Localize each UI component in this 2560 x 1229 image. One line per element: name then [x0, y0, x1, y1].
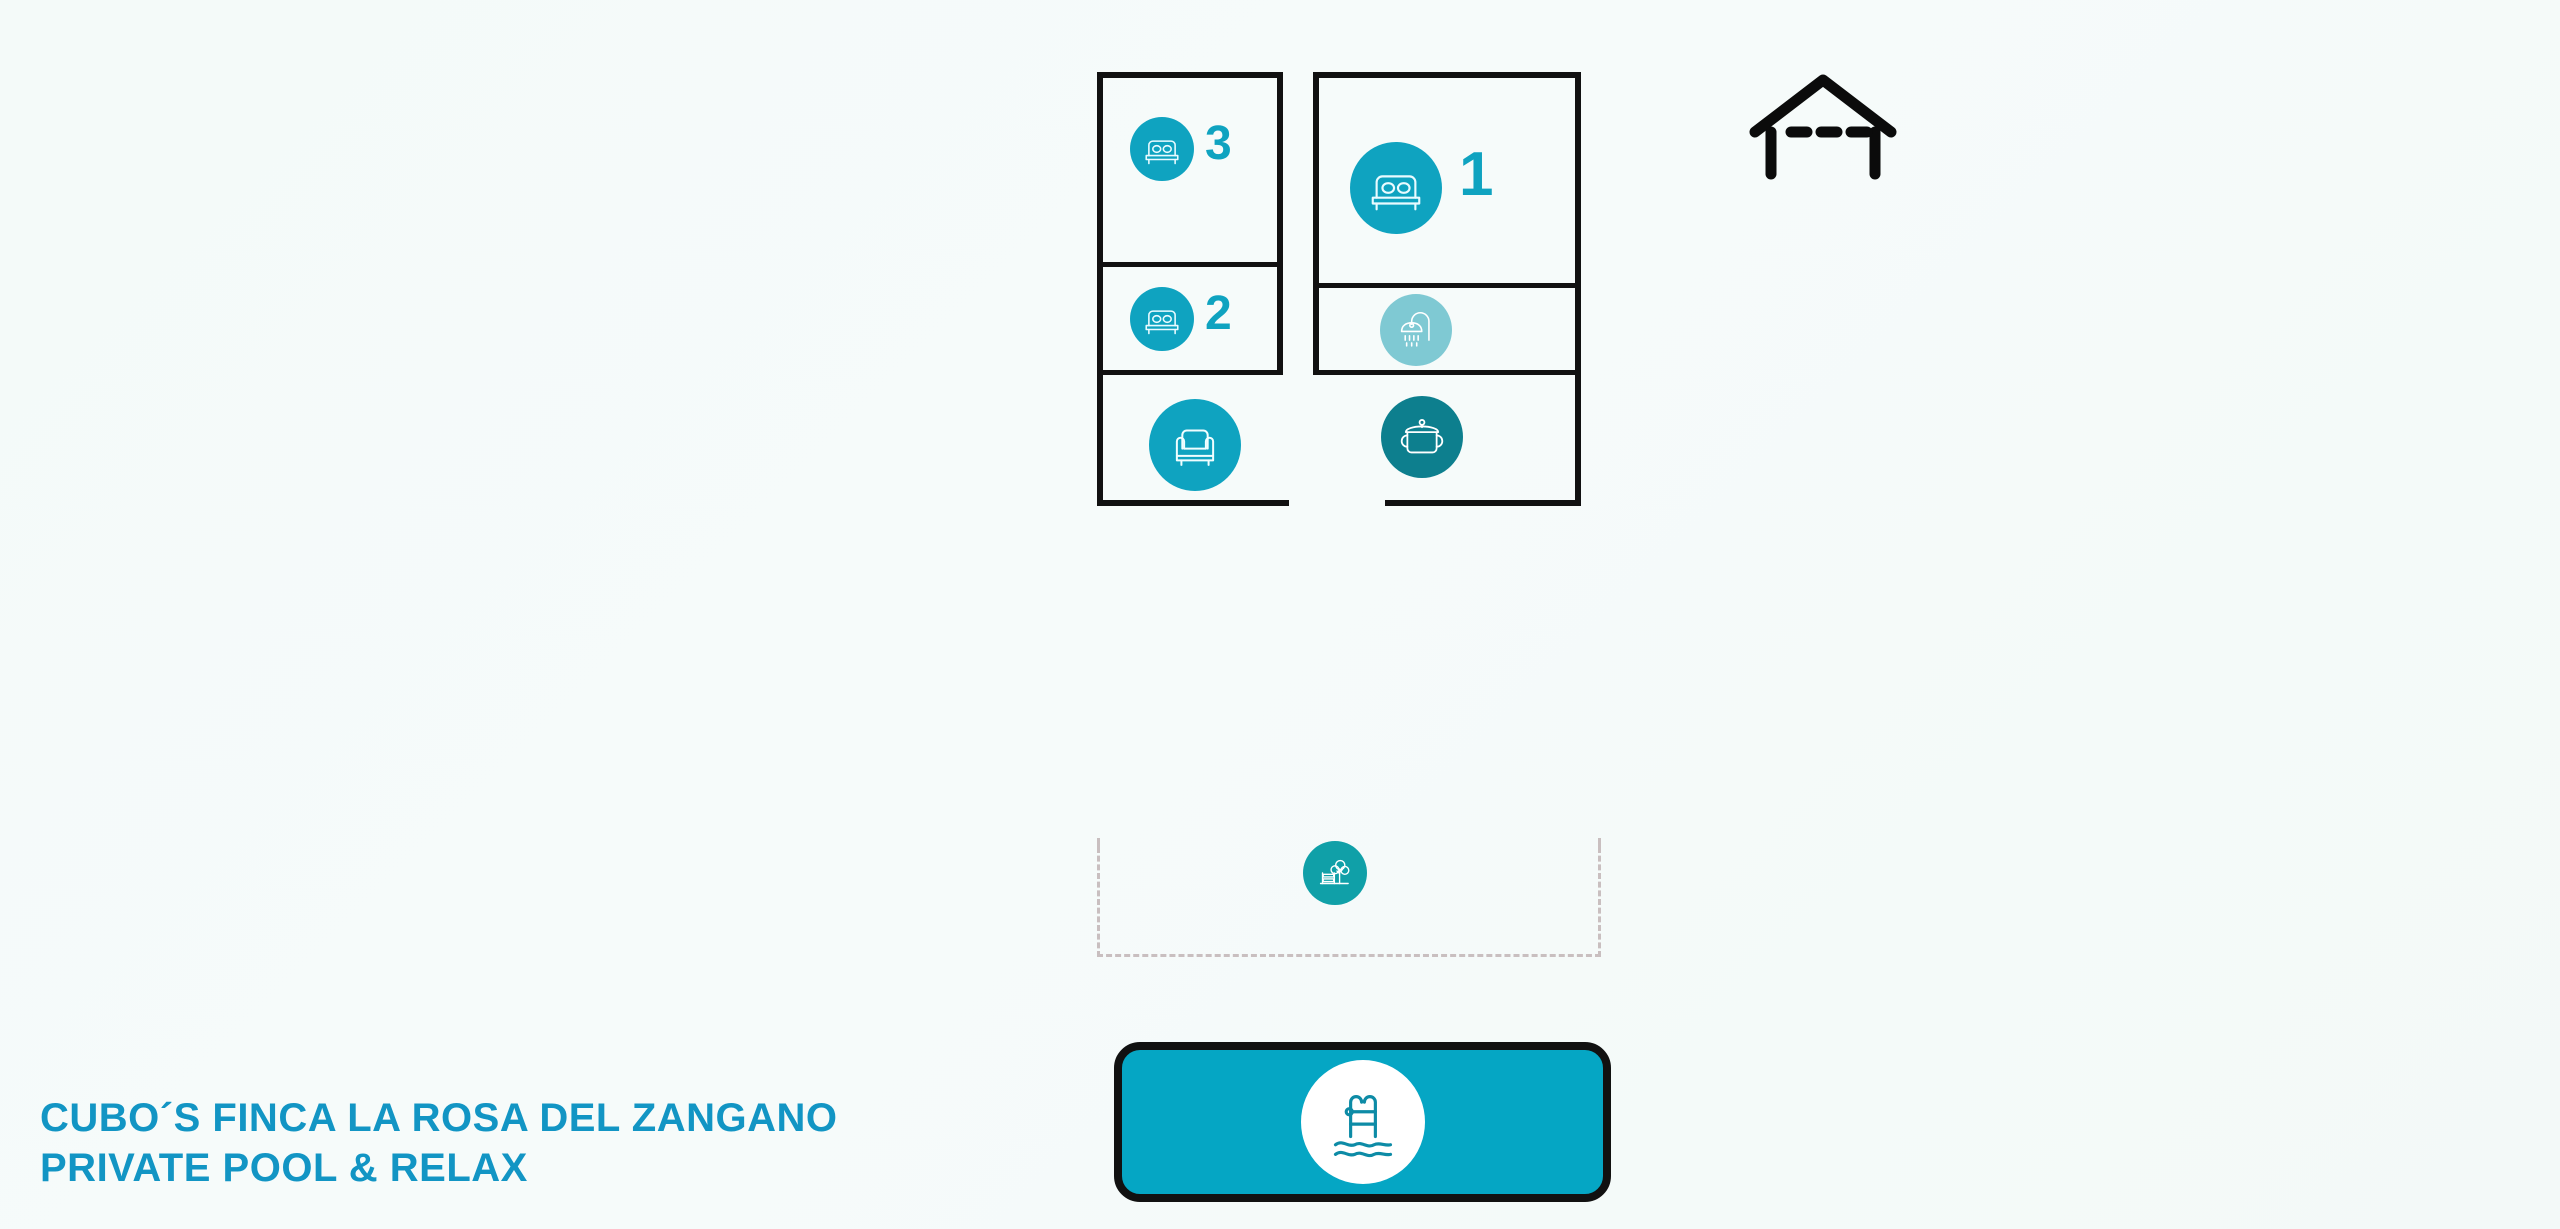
room-bedroom-3[interactable]	[1103, 78, 1277, 262]
wall-outer-right	[1575, 72, 1581, 506]
badge-bathroom[interactable]	[1380, 294, 1452, 366]
badge-living-room[interactable]	[1149, 399, 1241, 491]
wall-bottom-right-segment	[1385, 500, 1581, 506]
sofa-icon	[1166, 416, 1224, 474]
wall-outer-left	[1097, 72, 1103, 506]
house-icon	[1745, 70, 1901, 180]
room-number-bedroom-1: 1	[1459, 140, 1494, 209]
wall-divider-bath-kitchen	[1313, 370, 1581, 375]
cooking-pot-icon	[1396, 411, 1448, 463]
wall-corridor-left	[1277, 72, 1283, 375]
shower-icon	[1393, 307, 1439, 353]
floor-plan: 3 2	[1097, 72, 1581, 838]
wall-corridor-right	[1313, 72, 1319, 375]
badge-kitchen[interactable]	[1381, 396, 1463, 478]
terrace-edge-right	[1598, 838, 1601, 850]
pool-banner[interactable]	[1114, 1042, 1611, 1202]
pool-icon-circle	[1300, 1060, 1425, 1184]
property-title: CUBO´S FINCA LA ROSA DEL ZANGANO PRIVATE…	[40, 1094, 1080, 1193]
bench-tree-icon	[1314, 852, 1356, 894]
double-bed-icon	[1141, 298, 1183, 340]
terrace-edge-left	[1097, 838, 1100, 850]
wall-bottom-left-segment	[1097, 500, 1289, 506]
wall-divider-bed2-living	[1097, 370, 1283, 375]
wall-divider-bed3-bed2	[1097, 262, 1283, 267]
badge-bedroom-2[interactable]	[1130, 287, 1194, 351]
property-title-line-1: CUBO´S FINCA LA ROSA DEL ZANGANO	[40, 1096, 838, 1140]
double-bed-icon	[1365, 157, 1427, 219]
terrace-area[interactable]	[1097, 847, 1601, 957]
badge-terrace[interactable]	[1303, 841, 1367, 905]
pool-ladder-icon	[1319, 1076, 1407, 1169]
wall-divider-bed1-bath	[1313, 283, 1581, 288]
badge-bedroom-1[interactable]	[1350, 142, 1442, 234]
property-title-line-2: PRIVATE POOL & RELAX	[40, 1145, 528, 1190]
badge-bedroom-3[interactable]	[1130, 117, 1194, 181]
wall-top-right	[1313, 72, 1581, 78]
room-number-bedroom-3: 3	[1205, 117, 1232, 170]
wall-top-left	[1097, 72, 1283, 78]
double-bed-icon	[1141, 128, 1183, 170]
room-number-bedroom-2: 2	[1205, 287, 1232, 340]
